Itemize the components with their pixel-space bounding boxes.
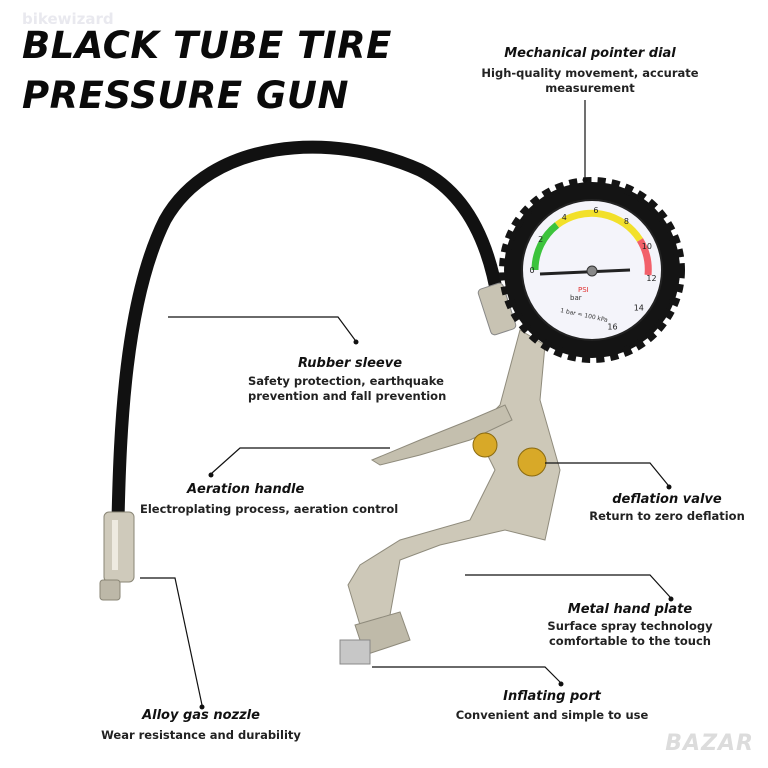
callout-port-heading: Inflating port <box>503 689 601 704</box>
page-title-line1: BLACK TUBE TIRE <box>22 24 392 67</box>
gauge-yellow-band <box>554 209 643 242</box>
bazar-watermark: BAZAR <box>665 731 754 756</box>
callout-nozzle-text: Wear resistance and durability <box>101 728 301 742</box>
callout-nozzle-heading: Alloy gas nozzle <box>142 708 260 723</box>
leader-port <box>372 666 561 683</box>
gauge-green-band <box>531 222 560 271</box>
deflation-valve-knob <box>517 447 547 477</box>
gauge-scale-label: 0 <box>529 266 534 275</box>
gauge-scale-label: 6 <box>593 206 598 215</box>
gauge-red-band <box>636 238 652 276</box>
gauge-scale-label: 4 <box>562 213 567 222</box>
gauge-scale-label: 8 <box>624 217 629 226</box>
callout-deflation-text: Return to zero deflation <box>589 509 745 523</box>
rubber-hose <box>111 140 505 527</box>
gauge-scale-label: 10 <box>642 242 652 251</box>
callout-port-text: Convenient and simple to use <box>455 708 649 722</box>
callout-deflation-heading: deflation valve <box>612 492 722 507</box>
callout-dial-heading: Mechanical pointer dial <box>504 46 676 61</box>
callout-sleeve-text: Safety protection, earthquake <box>248 374 444 388</box>
gauge-needle <box>539 268 631 276</box>
watermark-bikewizard: bikewizard <box>22 10 114 28</box>
gauge-scale-label: 2 <box>538 235 543 244</box>
alloy-nozzle <box>99 511 135 601</box>
callout-dial-text2: measurement <box>545 81 635 95</box>
page-title-line2: PRESSURE GUN <box>22 74 349 117</box>
callout-dial-text: High-quality movement, accurate <box>481 66 699 80</box>
leader-sleeve <box>168 316 356 341</box>
brass-trigger-pivot <box>472 432 498 458</box>
gauge-unit-bar: bar <box>570 294 582 302</box>
gauge-scale-label: 16 <box>607 322 617 331</box>
gauge-scale-label: 12 <box>646 274 656 283</box>
callout-handle-text: Electroplating process, aeration control <box>140 502 399 516</box>
leader-plate <box>465 574 671 598</box>
leader-handle <box>211 447 390 474</box>
leader-deflation <box>545 462 669 486</box>
leader-nozzle <box>140 577 203 706</box>
callout-handle-heading: Aeration handle <box>187 482 305 497</box>
callout-sleeve-heading: Rubber sleeve <box>298 356 403 371</box>
callout-sleeve-text2: prevention and fall prevention <box>248 389 447 403</box>
gauge-scale-label: 14 <box>634 304 644 313</box>
callout-plate-text: Surface spray technology <box>547 619 713 633</box>
gun-body <box>339 329 561 665</box>
gauge-unit-psi: PSI <box>578 286 589 294</box>
callout-plate-text2: comfortable to the touch <box>548 634 711 648</box>
callout-plate-heading: Metal hand plate <box>567 602 693 617</box>
